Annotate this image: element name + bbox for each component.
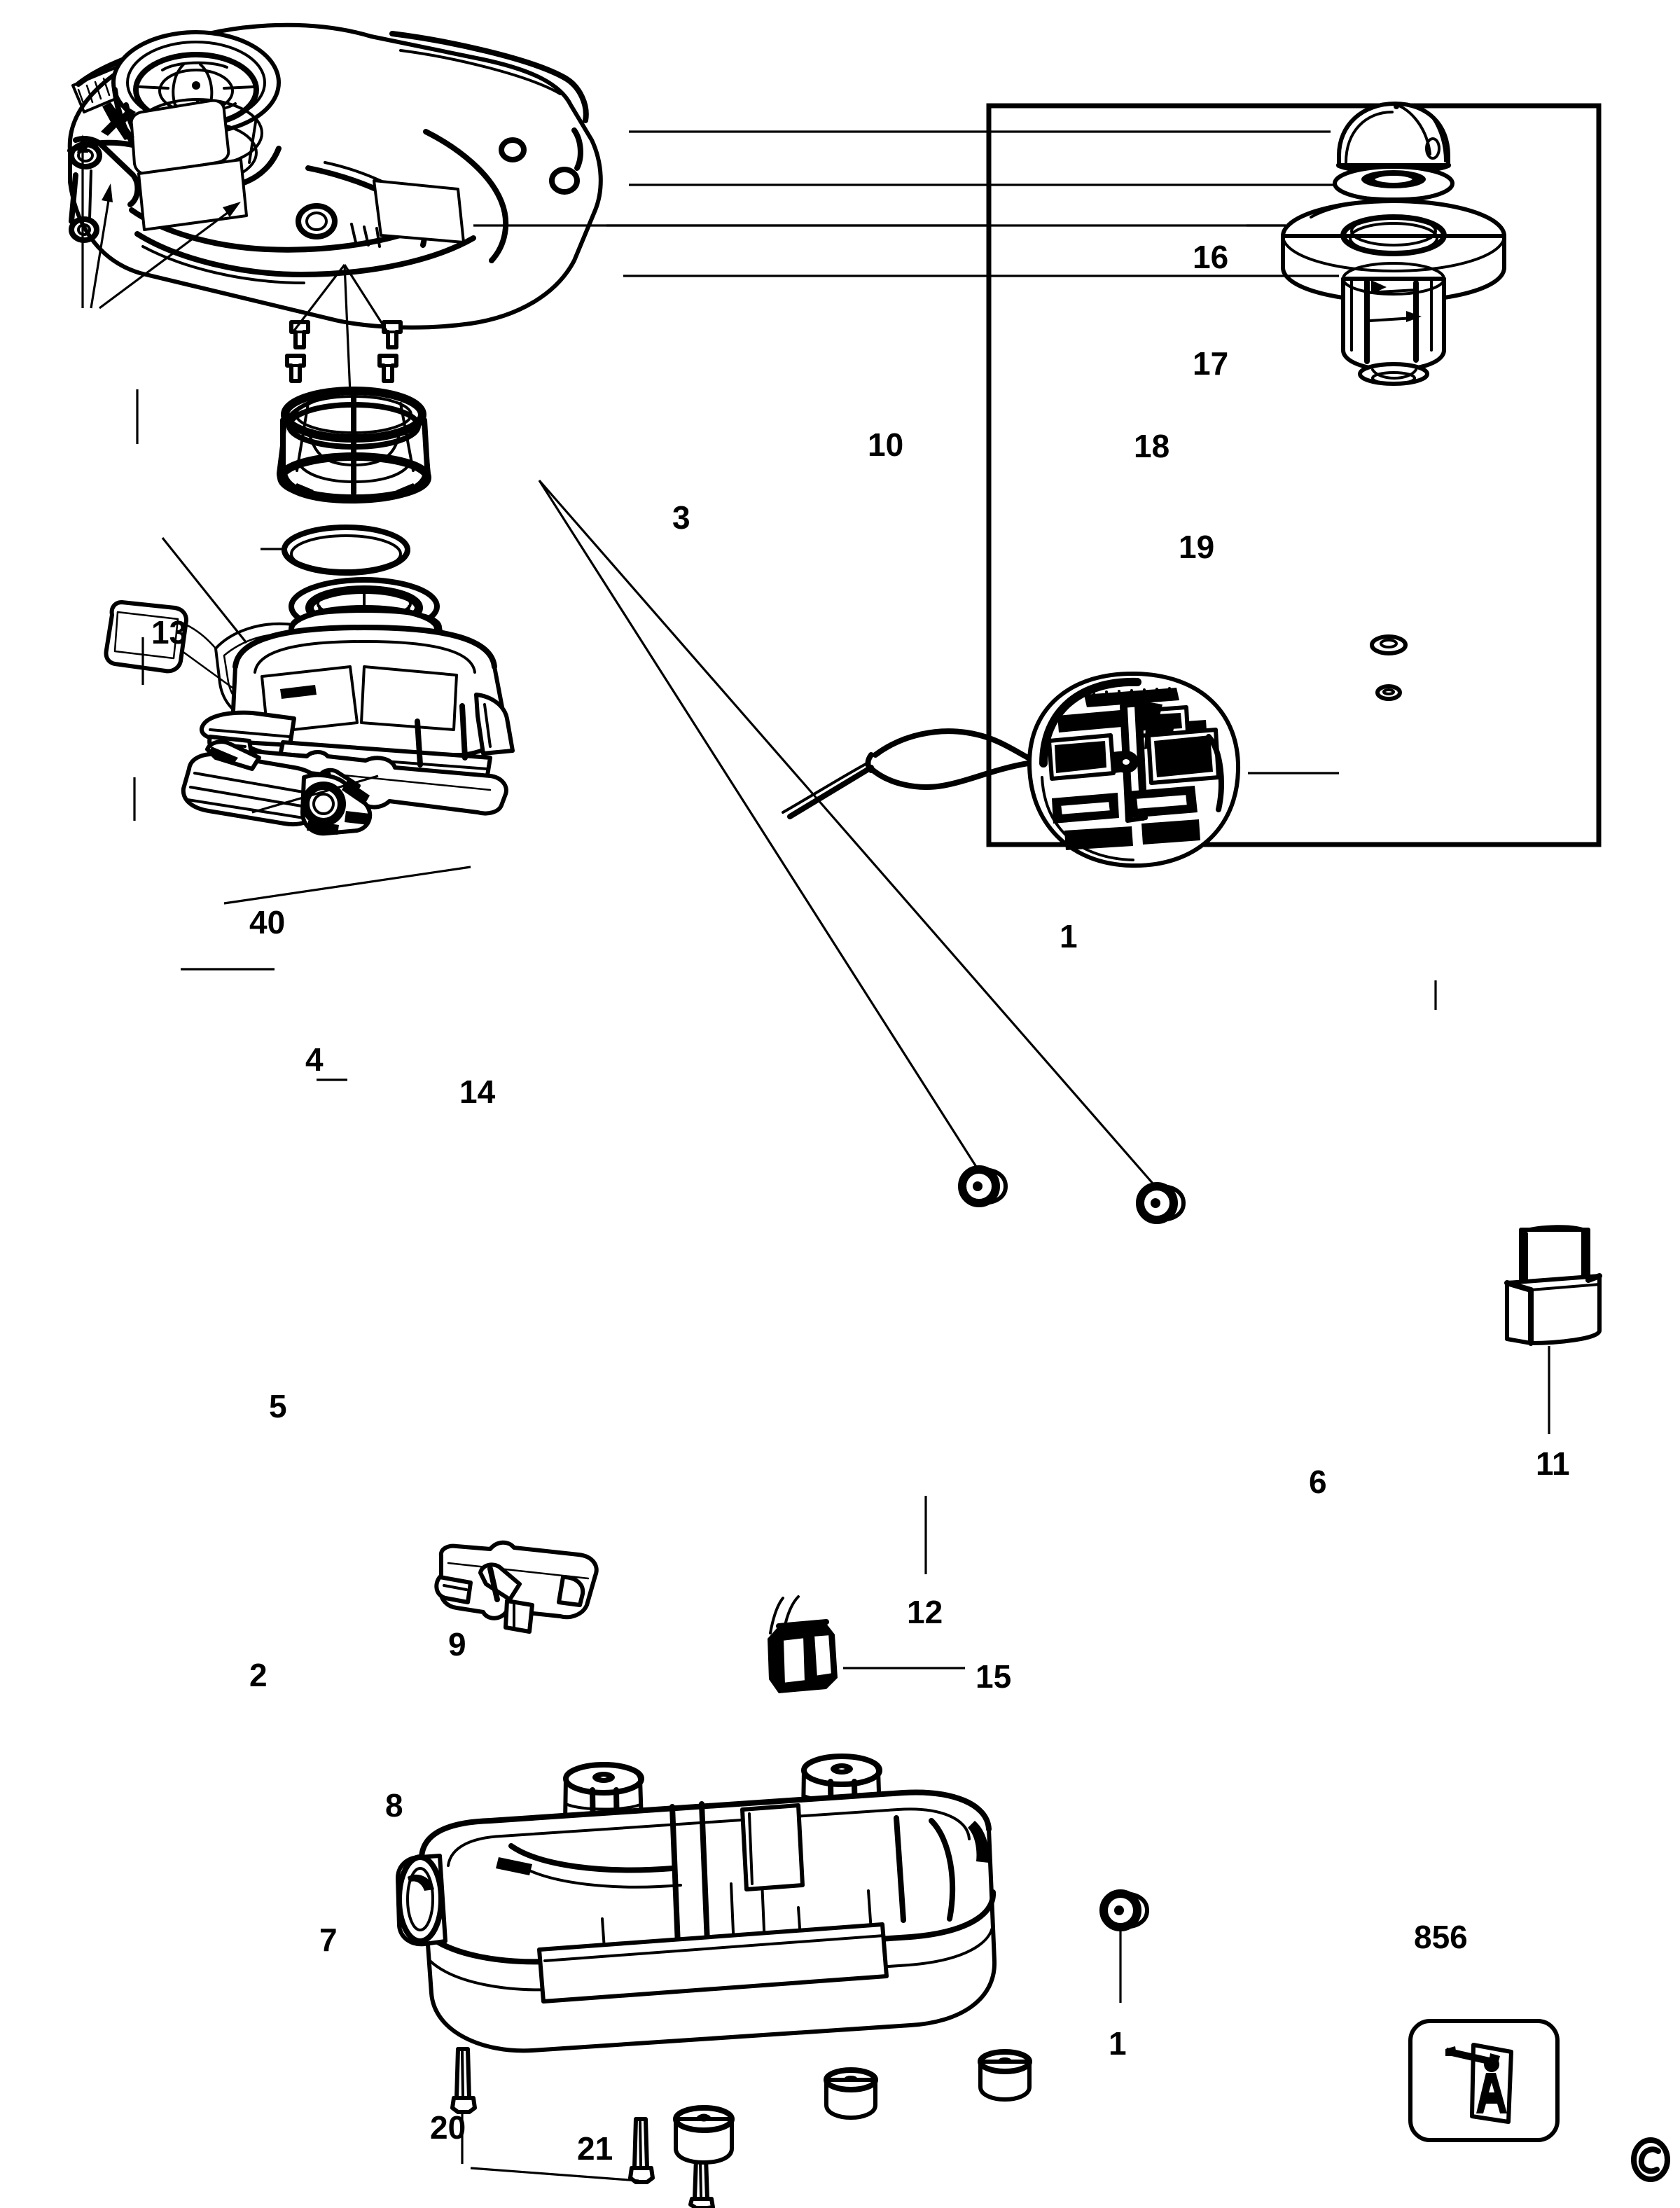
callout-1-upper: 1 — [1060, 918, 1078, 954]
guard-cage-basket — [277, 387, 431, 504]
part-14-o-ring — [282, 525, 410, 576]
part-1-bumper-bottom — [1099, 1889, 1149, 1931]
callout-arrows-13 — [77, 134, 241, 310]
brand-x-mark — [101, 102, 136, 140]
rubber-foot-left-bottom — [824, 2067, 878, 2120]
callout-21: 21 — [577, 2130, 613, 2167]
part-15-switch — [768, 1595, 838, 1693]
part-5-label-plate — [104, 600, 188, 674]
callout-1-lower: 1 — [1109, 2025, 1127, 2062]
inset-loose-seals — [1370, 634, 1408, 701]
callout-15: 15 — [976, 1658, 1012, 1695]
handle-clamp-end — [300, 772, 373, 836]
part-856-manual-label — [1408, 2019, 1560, 2142]
screw-3c — [382, 320, 403, 349]
callout-18: 18 — [1134, 428, 1170, 464]
callout-856: 856 — [1414, 1919, 1468, 1955]
part-8-mounting-bracket — [434, 1540, 599, 1634]
callout-4: 4 — [305, 1041, 324, 1078]
rubber-foot-center — [673, 2105, 735, 2165]
part-18-flanged-collar — [1281, 199, 1506, 303]
callout-40: 40 — [249, 904, 286, 940]
screw-3b — [285, 354, 306, 383]
part-11-carbon-brush — [1504, 1225, 1602, 1346]
part-1-bumper-right — [1136, 1182, 1186, 1224]
marking-panel-right — [373, 179, 465, 244]
callout-2: 2 — [249, 1657, 268, 1693]
copyright-mark — [1631, 2137, 1670, 2182]
callout-8: 8 — [385, 1787, 403, 1824]
assembled-tool-upper-view — [67, 22, 603, 330]
callout-6: 6 — [1309, 1464, 1327, 1500]
part-1-bumper-left — [958, 1165, 1008, 1207]
callout-16: 16 — [1193, 239, 1229, 275]
screw-3a — [289, 320, 310, 349]
marking-panel-mid — [137, 158, 248, 231]
callout-17: 17 — [1193, 345, 1229, 382]
callout-9: 9 — [448, 1626, 466, 1662]
callout-19: 19 — [1179, 529, 1215, 565]
left-side-bracket — [69, 136, 141, 243]
part-20-base-screw-a — [450, 2047, 477, 2114]
callout-13: 13 — [151, 614, 188, 651]
rubber-foot-right-bottom — [978, 2049, 1032, 2102]
part-3-guard-screws — [285, 320, 403, 383]
part-6-end-cap-bracket — [1027, 671, 1241, 868]
inset-assembly-box — [986, 102, 1602, 847]
callout-12: 12 — [907, 1594, 943, 1630]
part-7-lower-housing-base — [396, 1754, 997, 2053]
screw-3d — [377, 354, 398, 383]
callout-11: 11 — [1536, 1445, 1570, 1482]
part-20-base-screw-b — [628, 2117, 655, 2184]
part-21-base-screw-short — [688, 2156, 715, 2208]
callout-5: 5 — [269, 1388, 287, 1424]
part-2-side-handle — [181, 740, 373, 836]
callout-10: 10 — [868, 426, 904, 463]
part-12-wire-lead — [782, 728, 1031, 819]
part-16-dome-cap — [1336, 102, 1451, 174]
callout-20: 20 — [430, 2109, 466, 2146]
leader-lines — [133, 130, 1550, 2182]
part-4-upper-housing — [200, 577, 515, 786]
part-17-washer — [1333, 165, 1455, 202]
right-side-rail — [389, 31, 589, 195]
callout-7: 7 — [319, 1922, 338, 1958]
callout-3: 3 — [672, 499, 690, 536]
part-19-valve-body — [1341, 262, 1446, 386]
callout-14: 14 — [459, 1074, 496, 1110]
